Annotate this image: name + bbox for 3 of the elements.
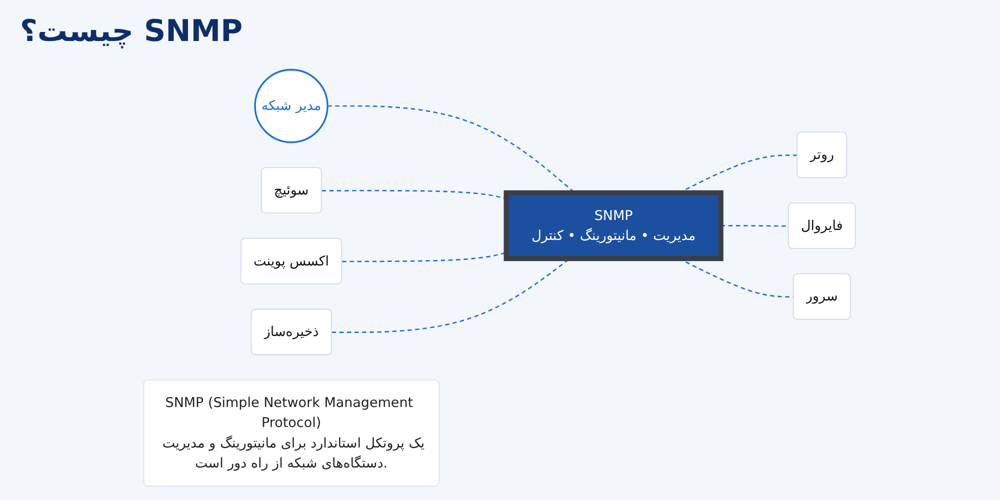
connector [328, 104, 576, 193]
node-circle: مدیر شبکه [254, 68, 329, 143]
title: SNMP چیست؟ [20, 14, 243, 49]
